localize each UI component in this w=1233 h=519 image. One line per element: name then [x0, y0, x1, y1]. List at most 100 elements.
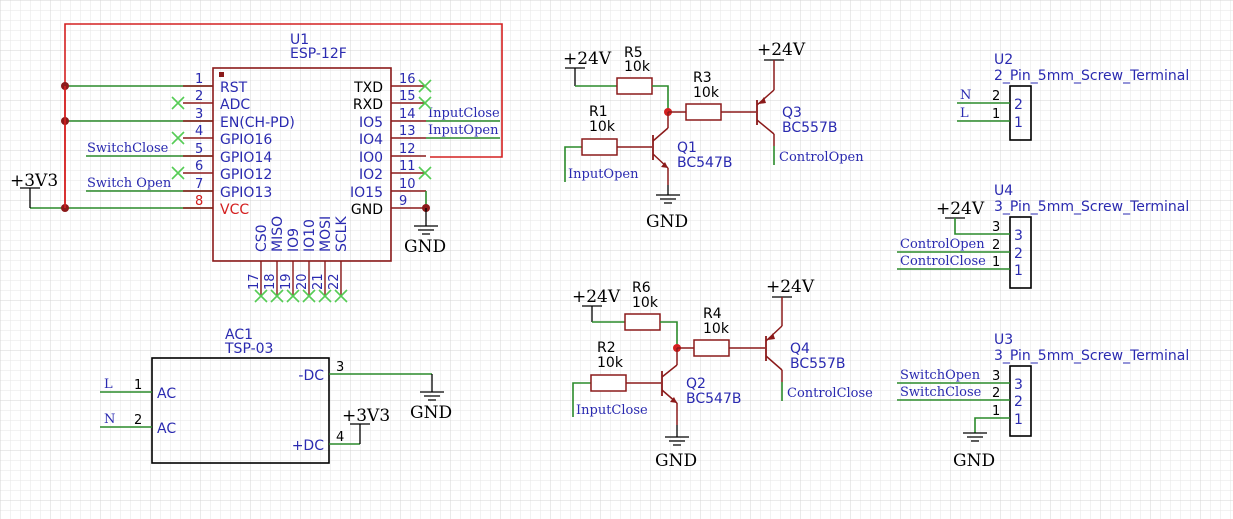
u2-terminal[interactable]: U2 2_Pin_5mm_Screw_Terminal N L 2 1 2 1 — [957, 52, 1189, 141]
u1-pin-name: EN(CH-PD) — [220, 115, 295, 131]
u1-value: ESP-12F — [290, 46, 347, 62]
q1-value: BC547B — [677, 155, 732, 171]
u1-pin-num: 21 — [311, 273, 326, 290]
q2-value: BC547B — [686, 391, 741, 407]
ac1-pin-name: -DC — [298, 368, 324, 384]
u1-pin-name: IO10 — [302, 219, 318, 252]
u1-pin-num: 3 — [195, 107, 203, 122]
u1-pin-name: GPIO13 — [220, 185, 272, 201]
close-driver-circuit[interactable]: +24V R6 10k R4 10k R2 10k InputClose Q2 … — [572, 277, 873, 471]
u1-pin-num: 8 — [195, 194, 203, 209]
r5-ref: R5 — [624, 45, 643, 61]
ground-icon — [656, 194, 680, 204]
net-label-l-u2: L — [960, 106, 969, 121]
ground-icon — [420, 391, 444, 401]
u1-pin-name: MISO — [270, 216, 286, 252]
u1-pin-num: 5 — [195, 142, 203, 157]
u1-pin-num: 15 — [399, 89, 416, 104]
r6-ref: R6 — [632, 280, 651, 296]
u1-pin-name: CS0 — [254, 224, 270, 252]
q3-ref: Q3 — [782, 105, 802, 121]
u1-esp12f[interactable]: +3V3 SwitchClose Switch Open U1 ESP-12F … — [10, 23, 503, 303]
r3-value: 10k — [693, 85, 720, 101]
u1-pin-name: IO5 — [359, 115, 383, 131]
no-connect-markers — [171, 79, 432, 303]
u1-pin-num: 1 — [195, 72, 203, 87]
u1-pin-name: MOSI — [318, 216, 334, 252]
u3-terminal[interactable]: U3 3_Pin_5mm_Screw_Terminal SwitchOpen S… — [897, 332, 1189, 471]
power-label-24v-q4: +24V — [766, 277, 815, 297]
u1-pin-num: 17 — [247, 273, 262, 290]
u4-pin-label: 2 — [1014, 246, 1023, 262]
u1-pin-num: 19 — [279, 273, 294, 290]
q4-value: BC557B — [790, 356, 845, 372]
power-label-3v3-left: +3V3 — [10, 171, 58, 191]
u1-pin-num: 6 — [195, 159, 203, 174]
power-label-gnd-ac: GND — [410, 403, 452, 423]
u2-pin-num: 2 — [992, 89, 1000, 104]
u3-ref: U3 — [994, 332, 1013, 348]
power-label-3v3-ac: +3V3 — [342, 406, 390, 426]
u1-pin-num: 4 — [195, 124, 203, 139]
u4-pin-label: 3 — [1014, 228, 1023, 244]
q4-transistor — [765, 325, 783, 382]
ac1-power-module[interactable]: AC1 TSP-03 L N 1 2 AC AC -DC +DC 3 GND 4… — [100, 327, 452, 464]
power-label-24v-r6: +24V — [572, 287, 621, 307]
u1-pin-name: IO15 — [350, 185, 383, 201]
ac1-pin-name: AC — [157, 421, 176, 437]
u1-pin-num: 18 — [263, 273, 278, 290]
u1-left-pins: 1 2 3 4 5 6 7 8 RST ADC EN(CH-PD) GPIO16… — [183, 72, 295, 218]
net-label-n: N — [104, 412, 115, 427]
u1-right-pins: 16 15 14 13 12 11 10 9 TXD RXD IO5 IO4 I… — [350, 72, 426, 218]
u1-pin-name: GPIO16 — [220, 132, 272, 148]
u1-pin-name: IO2 — [359, 167, 383, 183]
u1-pin-name: GPIO12 — [220, 167, 272, 183]
net-label-inputclose: InputClose — [428, 106, 500, 121]
ac1-pin-name: AC — [157, 386, 176, 402]
r2-resistor — [590, 374, 627, 392]
ground-icon — [665, 436, 689, 446]
u4-pin-num: 2 — [992, 238, 1000, 253]
q2-ref: Q2 — [686, 376, 706, 392]
r1-resistor — [581, 138, 618, 156]
u3-pin-label: 2 — [1014, 394, 1023, 410]
u1-pin-num: 12 — [399, 142, 416, 157]
u2-pin-label: 2 — [1014, 97, 1023, 113]
power-label-gnd-u3: GND — [953, 451, 995, 471]
u2-body — [1009, 85, 1032, 141]
u4-value: 3_Pin_5mm_Screw_Terminal — [994, 199, 1189, 215]
ac1-body — [151, 357, 330, 464]
net-label-switch-open: Switch Open — [87, 176, 172, 191]
u1-pin-name: GND — [351, 202, 383, 218]
u4-terminal[interactable]: U4 3_Pin_5mm_Screw_Terminal +24V Control… — [897, 183, 1189, 289]
r4-value: 10k — [703, 321, 730, 337]
r1-value: 10k — [589, 119, 616, 135]
u4-pin-label: 1 — [1014, 263, 1023, 279]
q1-ref: Q1 — [677, 140, 697, 156]
q3-value: BC557B — [782, 120, 837, 136]
u3-pin-num: 1 — [992, 404, 1000, 419]
u1-pin-name: TXD — [353, 80, 383, 96]
ac1-pin-name: +DC — [292, 438, 325, 454]
ground-icon — [414, 225, 438, 235]
r3-ref: R3 — [693, 70, 712, 86]
r1-ref: R1 — [589, 104, 608, 120]
u1-pin-num: 7 — [195, 177, 203, 192]
u1-pin-name: VCC — [220, 202, 249, 218]
u3-pin-label: 1 — [1014, 412, 1023, 428]
ac1-pin-num: 3 — [336, 360, 344, 375]
u4-pin-num: 1 — [992, 255, 1000, 270]
u1-pin-num: 20 — [295, 273, 310, 290]
u1-pin-num: 22 — [327, 273, 342, 290]
u3-body — [1009, 365, 1032, 437]
net-label-switchclose: SwitchClose — [87, 141, 169, 156]
power-label-gnd-u1: GND — [404, 237, 446, 257]
open-driver-circuit[interactable]: +24V R5 10k R3 10k R1 10k InputOpen — [563, 40, 864, 232]
q2-transistor — [661, 364, 678, 425]
u1-body — [212, 67, 392, 262]
net-label-controlclose-q4: ControlClose — [787, 386, 873, 401]
u3-pin-label: 3 — [1014, 377, 1023, 393]
ac1-pin-num: 4 — [336, 430, 344, 445]
